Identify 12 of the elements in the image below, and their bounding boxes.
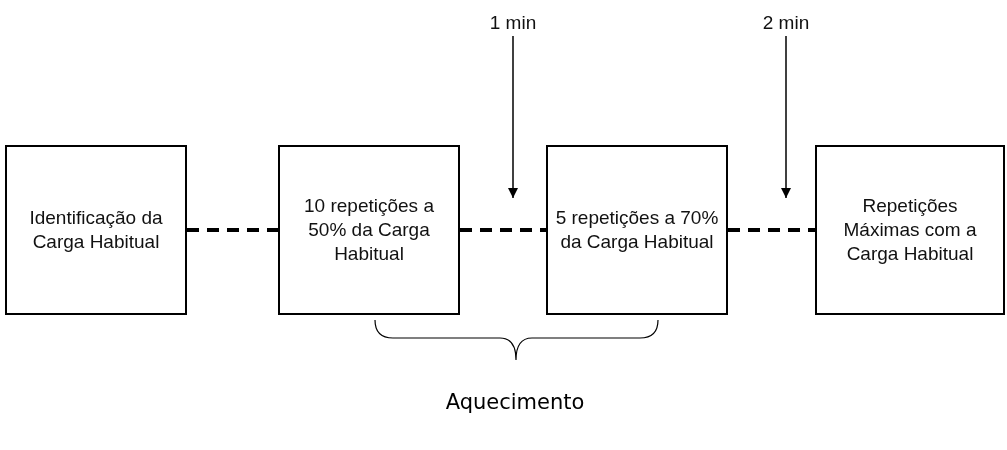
process-box: 10 repetições a 50% da Carga Habitual	[278, 145, 460, 315]
process-box: 5 repetições a 70% da Carga Habitual	[546, 145, 728, 315]
arrow	[507, 35, 519, 199]
process-box: Repetições Máximas com a Carga Habitual	[815, 145, 1005, 315]
arrow	[780, 35, 792, 199]
dashed-connector	[728, 228, 815, 232]
dashed-connector	[187, 228, 278, 232]
time-label: 2 min	[761, 10, 811, 36]
process-box: Identificação da Carga Habitual	[5, 145, 187, 315]
dashed-connector	[460, 228, 546, 232]
time-label: 1 min	[488, 10, 538, 36]
group-label: Aquecimento	[444, 390, 586, 414]
